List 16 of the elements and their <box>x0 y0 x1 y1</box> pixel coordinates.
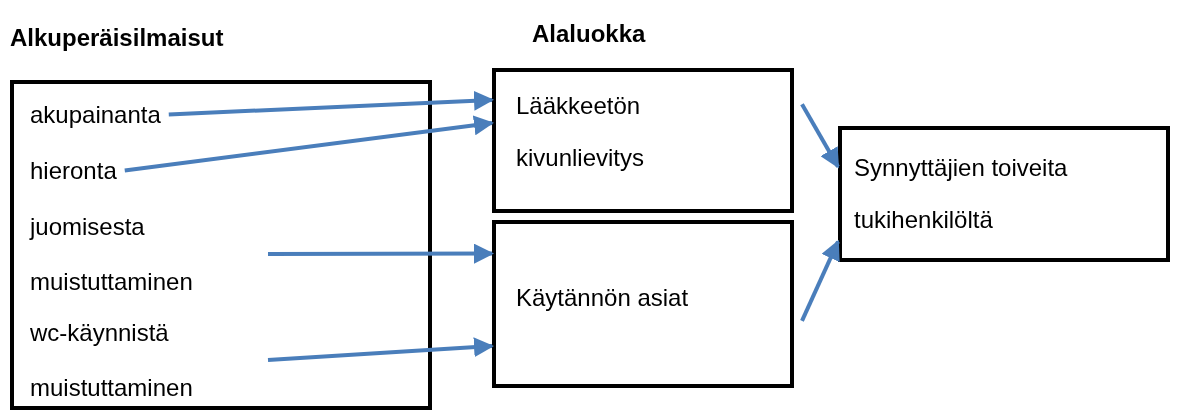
arrow <box>268 243 494 264</box>
category-box <box>492 220 794 388</box>
node-text: Lääkkeetön kivunlievitys <box>516 91 646 173</box>
list-item: hieronta <box>30 143 117 198</box>
arrow <box>124 115 494 173</box>
node-text: Synnyttäjien toiveita tukihenkilöltä <box>854 153 1069 235</box>
arrow <box>168 90 494 117</box>
arrow <box>800 239 840 322</box>
category-box <box>838 126 1170 262</box>
arrow <box>800 103 840 169</box>
category-box <box>492 68 794 213</box>
list-item: akupainanta <box>30 87 161 142</box>
column-heading: Alkuperäisilmaisut <box>10 24 224 51</box>
column-heading: Alaluokka <box>532 19 646 49</box>
node-text: Käytännön asiat <box>516 283 690 313</box>
arrow <box>267 337 494 362</box>
